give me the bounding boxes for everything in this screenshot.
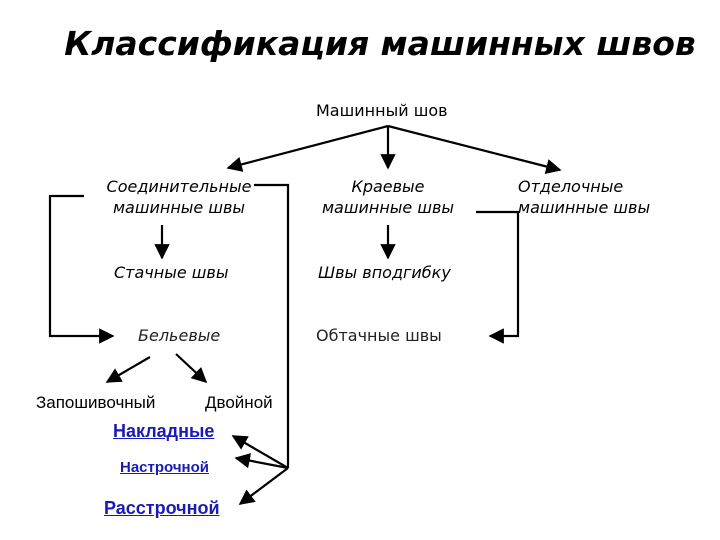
category-edge-line2: машинные швы (321, 198, 455, 217)
link-overlay[interactable]: Накладные (113, 421, 215, 441)
category-edge-line1: Краевые (351, 177, 425, 196)
subtype-facing: Обтачные швы (316, 326, 442, 345)
bracket-finishing-to-facing (476, 210, 520, 344)
bracket-connecting-to-linen (48, 194, 115, 344)
bracket-connecting-to-finishing-seams (254, 183, 290, 468)
arrow-to-separate-stitch (238, 467, 289, 505)
arrow-to-topstitch (234, 453, 289, 470)
arrow-to-overlay (231, 435, 289, 469)
arrow-root-to-finishing (387, 124, 562, 175)
diagram-title: Классификация машинных швов (64, 24, 696, 63)
category-connecting-line1: Соединительные (106, 177, 252, 196)
arrow-linen-to-seam-in (105, 356, 151, 383)
link-separate-stitch[interactable]: Расстрочной (104, 498, 220, 518)
arrow-linen-to-double (175, 353, 208, 384)
category-finishing-line2: машинные швы (518, 198, 651, 217)
subtype-linen: Бельевые (138, 326, 221, 345)
linen-type-double: Двойной (205, 393, 273, 412)
category-finishing: Отделочные машинные швы (518, 176, 678, 218)
subtype-hemmed: Швы вподгибку (318, 263, 451, 282)
category-finishing-line1: Отделочные (518, 177, 624, 196)
root-node: Машинный шов (316, 101, 448, 120)
category-connecting: Соединительные машинные швы (92, 176, 266, 218)
category-edge: Краевые машинные швы (310, 176, 466, 218)
category-connecting-line2: машинные швы (112, 198, 246, 217)
subtype-stitched: Стачные швы (114, 263, 229, 282)
arrow-root-to-connecting (226, 124, 389, 172)
linen-type-seam-in: Запошивочный (36, 393, 156, 412)
link-topstitch[interactable]: Настрочной (120, 459, 209, 476)
